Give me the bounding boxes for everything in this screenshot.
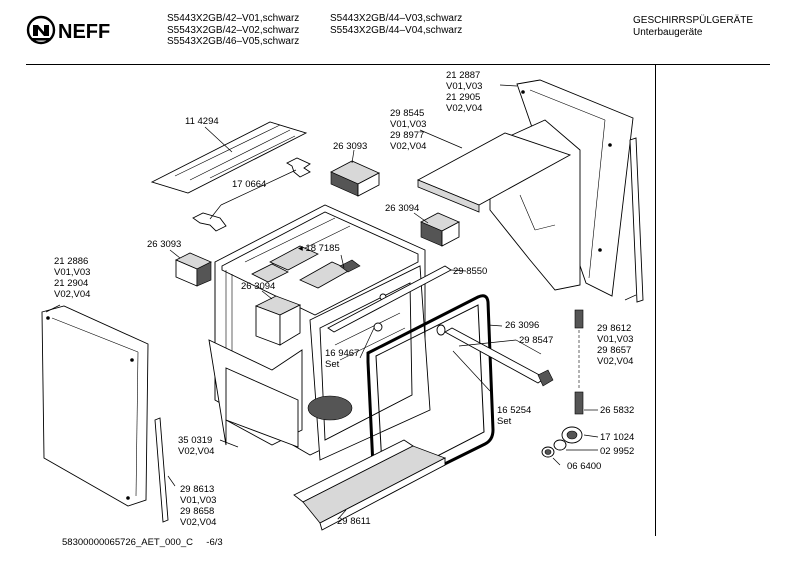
column-divider (655, 64, 656, 536)
label-114294: 11 4294 (185, 116, 219, 127)
part-number: 06 6400 (567, 461, 602, 472)
part-number: 29 8611 (337, 516, 371, 527)
category-block: GESCHIRRSPÜLGERÄTE Unterbaugeräte (633, 15, 753, 38)
part-number: 29 8658 (180, 506, 215, 517)
variant: V01,V03 (446, 81, 483, 92)
part-number: 29 8547 (519, 335, 554, 346)
part-number: 21 2904 (54, 278, 89, 289)
variant: V01,V03 (180, 495, 217, 506)
part-plinth (293, 439, 446, 531)
variant: Set (325, 359, 340, 370)
variant: V02,V04 (178, 446, 215, 457)
part-number: 21 2905 (446, 92, 481, 103)
label-298612: 29 8612 V01,V03 29 8657 V02,V04 (597, 323, 633, 367)
variant: V02,V04 (446, 103, 483, 114)
model-line: S5443X2GB/42–V01,schwarz (167, 13, 300, 24)
part-spray-arm (436, 324, 554, 392)
part-number: 17 0664 (232, 179, 267, 190)
part-number: 29 8657 (597, 345, 632, 356)
variant: V02,V04 (54, 289, 91, 300)
document-id: 58300000065726_AET_000_C (62, 537, 194, 548)
label-171024: 17 1024 (600, 432, 634, 443)
label-298545: 29 8545 V01,V03 29 8977 V02,V04 (390, 108, 426, 152)
label-350319: 35 0319 V02,V04 (178, 435, 214, 457)
variant: V02,V04 (390, 141, 427, 152)
variant: V01,V03 (390, 119, 427, 130)
model-list-1: S5443X2GB/42–V01,schwarz S5543X2GB/42–V0… (167, 13, 299, 48)
part-hinge-cover (255, 290, 301, 346)
part-bracket (192, 157, 311, 232)
variant: V02,V04 (180, 517, 217, 528)
part-insulation-mat (150, 121, 308, 194)
model-line: S5543X2GB/46–V05,schwarz (167, 36, 300, 47)
part-number: 02 9952 (600, 446, 635, 457)
part-number: 17 1024 (600, 432, 635, 443)
label-212886: 21 2886 V01,V03 21 2904 V02,V04 (54, 256, 90, 300)
model-list-2: S5443X2GB/44–V03,schwarz S5543X2GB/44–V0… (330, 13, 462, 36)
label-265832: 26 5832 (600, 405, 634, 416)
part-hinge-cover (413, 212, 460, 247)
label-165254: 16 5254 Set (497, 405, 531, 427)
part-number: 26 3094 (385, 203, 420, 214)
variant: V01,V03 (54, 267, 91, 278)
subcategory-title: Unterbaugeräte (633, 26, 703, 38)
part-side-panel-left (41, 304, 149, 507)
part-number: 26 3093 (333, 141, 368, 152)
label-263096: 26 3096 (505, 320, 539, 331)
part-number: 35 0319 (178, 435, 213, 446)
part-inlet-hose (541, 309, 599, 466)
part-number: 21 2887 (446, 70, 481, 81)
part-number: 21 2886 (54, 256, 89, 267)
brand-text: NEFF (58, 21, 110, 43)
variant: V01,V03 (597, 334, 634, 345)
part-number: 26 5832 (600, 405, 635, 416)
label-066400: 06 6400 (567, 461, 601, 472)
label-298547: 29 8547 (519, 335, 553, 346)
part-number: ◂ 18 7185 (298, 243, 340, 254)
part-top-plate (416, 119, 581, 291)
label-298613: 29 8613 V01,V03 29 8658 V02,V04 (180, 484, 216, 528)
model-line: S5543X2GB/42–V02,schwarz (167, 24, 300, 36)
variant: V02,V04 (597, 356, 634, 367)
label-263094-right: 26 3094 (385, 203, 419, 214)
part-number: 29 8545 (390, 108, 425, 119)
label-263094-left: 26 3094 (241, 281, 275, 292)
part-number: 29 8612 (597, 323, 632, 334)
part-number: 26 3094 (241, 281, 276, 292)
part-rail (327, 265, 467, 333)
model-line: S5443X2GB/44–V03,schwarz (330, 13, 463, 24)
variant: Set (497, 416, 512, 427)
neff-logo: NEFF (26, 14, 122, 48)
part-number: 16 9467 (325, 348, 360, 359)
label-187185: ◂ 18 7185 (298, 243, 340, 254)
part-number: 16 5254 (497, 405, 532, 416)
category-title: GESCHIRRSPÜLGERÄTE (633, 15, 754, 26)
part-number: 29 8613 (180, 484, 215, 495)
part-number: 29 8977 (390, 130, 425, 141)
part-hinge-cover (330, 149, 380, 197)
label-169467: 16 9467 Set (325, 348, 359, 370)
label-298611: 29 8611 (337, 516, 371, 527)
part-side-strip (624, 137, 644, 303)
label-029952: 02 9952 (600, 446, 634, 457)
part-number: 11 4294 (185, 116, 219, 127)
model-line: S5543X2GB/44–V04,schwarz (330, 24, 463, 36)
part-side-strip (154, 417, 176, 523)
part-number: 29 8550 (453, 266, 488, 277)
part-hinge-cover (169, 249, 212, 287)
part-number: 26 3096 (505, 320, 540, 331)
part-front-panel (208, 339, 303, 448)
footer: 58300000065726_AET_000_C -6/3 (62, 537, 223, 548)
label-170664: 17 0664 (232, 179, 266, 190)
header-divider (26, 64, 770, 65)
label-212887: 21 2887 V01,V03 21 2905 V02,V04 (446, 70, 482, 114)
label-263093-left: 26 3093 (147, 239, 181, 250)
label-298550: 29 8550 (453, 266, 487, 277)
part-number: 26 3093 (147, 239, 182, 250)
page-number: -6/3 (206, 537, 223, 548)
label-263093-top: 26 3093 (333, 141, 367, 152)
